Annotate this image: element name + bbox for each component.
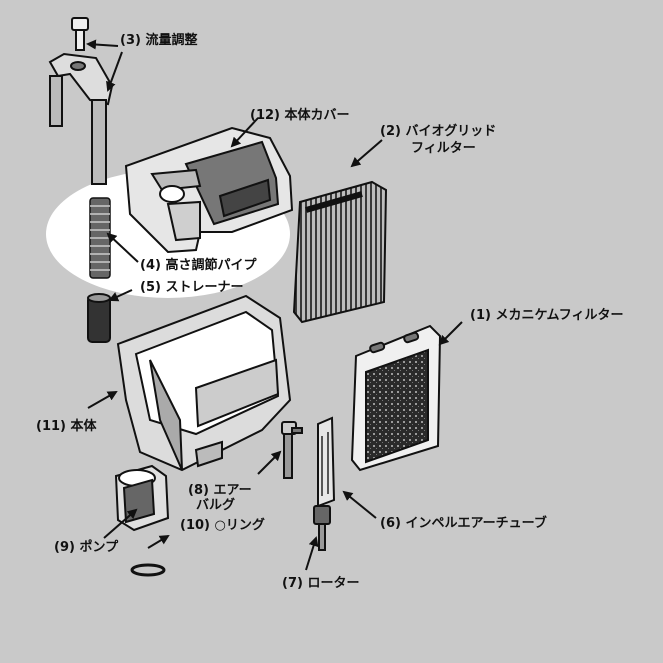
label-o-ring: (10) ○リング (180, 518, 265, 533)
body-cover (124, 126, 294, 254)
outlet-pipe (48, 52, 114, 185)
o-ring (130, 563, 166, 577)
height-adjust-pipe (89, 197, 111, 279)
label-bio-grid: (2) バイオグリッド (380, 124, 497, 139)
label-impeller-tube: (6) インペルエアーチューブ (380, 516, 547, 531)
strainer (87, 293, 111, 343)
label-air-valve-line2: バルグ (196, 498, 236, 513)
mechanical-filter (350, 324, 442, 472)
flow-adjust-knob (71, 17, 89, 51)
leader-arrows (86, 39, 463, 571)
rotor (313, 505, 331, 551)
impeller-air-tube (317, 416, 336, 508)
label-body: (11) 本体 (36, 419, 97, 434)
label-body-cover: (12) 本体カバー (250, 108, 350, 123)
label-strainer: (5) ストレーナー (140, 280, 244, 295)
label-flow-adjust: (3) 流量調整 (120, 33, 198, 48)
label-air-valve: (8) エアー (188, 483, 252, 498)
main-body (116, 294, 292, 472)
air-valve (281, 421, 303, 479)
label-height-pipe: (4) 高さ調節パイプ (140, 258, 257, 273)
label-rotor: (7) ローター (282, 576, 360, 591)
label-mechanical-filter: (1) メカニケムフィルター (470, 308, 624, 323)
label-bio-grid-line2: フィルター (411, 141, 476, 156)
label-pump: (9) ポンプ (54, 540, 119, 555)
bio-grid-filter (292, 180, 388, 324)
